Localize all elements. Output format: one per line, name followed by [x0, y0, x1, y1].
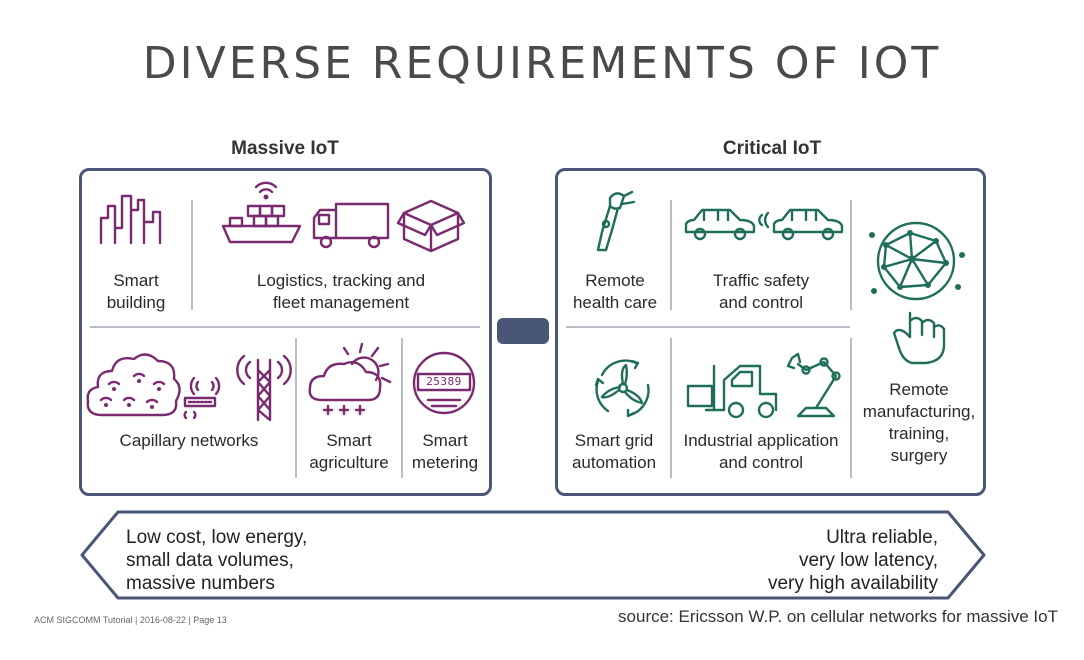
- divider: [566, 326, 850, 328]
- footer-citation: ACM SIGCOMM Tutorial | 2016-08-22 | Page…: [34, 615, 227, 625]
- divider: [850, 338, 852, 478]
- massive-characteristics: Low cost, low energy, small data volumes…: [126, 527, 308, 594]
- divider: [90, 326, 480, 328]
- smart-building-label: Smart building: [106, 271, 166, 312]
- industrial-application-label: Industrial application and control: [683, 431, 839, 472]
- cell-tower-icon: [236, 354, 292, 422]
- meter-icon: [412, 351, 476, 415]
- capillary-networks-label: Capillary networks: [119, 431, 259, 450]
- divider: [295, 338, 297, 478]
- globe-network-icon: [869, 221, 965, 365]
- gateway-icon: [183, 376, 221, 420]
- page-title: DIVERSE REQUIREMENTS OF IOT: [142, 38, 942, 89]
- ship-icon: [221, 181, 302, 244]
- car-icon: [684, 208, 756, 241]
- critical-iot-heading: Critical IoT: [722, 138, 822, 159]
- divider: [401, 338, 403, 478]
- car-icon: [772, 208, 844, 241]
- critical-characteristics: Ultra reliable, very low latency, very h…: [767, 527, 938, 594]
- divider: [850, 200, 852, 310]
- remote-manufacturing-label: Remote manufacturing, training, surgery: [862, 380, 976, 465]
- truck-icon: [312, 202, 390, 249]
- divider: [670, 338, 672, 478]
- source-note: source: Ericsson W.P. on cellular networ…: [618, 607, 1058, 626]
- massive-iot-panel: [79, 168, 492, 496]
- critical-iot-panel: [555, 168, 986, 496]
- spectrum-arrow: [80, 510, 986, 600]
- weather-icon: [308, 342, 392, 416]
- divider: [670, 200, 672, 310]
- meter-digits: 25389: [426, 375, 462, 388]
- robot-arm-icon: [786, 352, 841, 418]
- signal-icon: [758, 211, 770, 229]
- health-monitor-icon: [596, 190, 636, 252]
- smart-agriculture-label: Smart agriculture: [309, 431, 389, 472]
- logistics-label: Logistics, tracking and fleet management: [256, 271, 426, 312]
- building-icon: [99, 194, 162, 245]
- wind-turbine-icon: [594, 359, 650, 418]
- divider: [191, 200, 193, 310]
- cloud-icon: [86, 353, 181, 417]
- smart-metering-label: Smart metering: [411, 431, 479, 472]
- smart-grid-label: Smart grid automation: [571, 431, 657, 472]
- panel-connector: [497, 318, 549, 344]
- remote-health-care-label: Remote health care: [572, 271, 658, 312]
- massive-iot-heading: Massive IoT: [231, 138, 339, 159]
- forklift-icon: [686, 364, 778, 419]
- package-icon: [396, 199, 466, 253]
- traffic-safety-label: Traffic safety and control: [712, 271, 810, 312]
